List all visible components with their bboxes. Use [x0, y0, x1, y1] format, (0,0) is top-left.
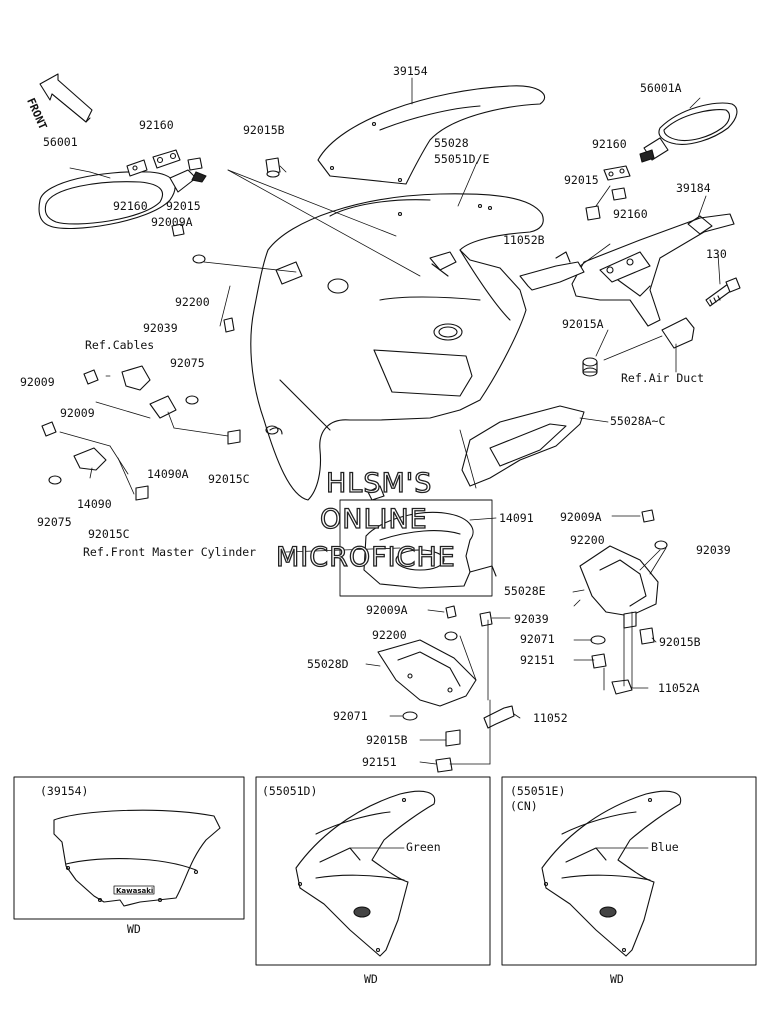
watermark-line-1: HLSM'S: [325, 468, 433, 499]
nut-92015a-drawing: [582, 357, 598, 377]
inner-cover-55028d-drawing: [377, 639, 477, 707]
inset-1-footer: WD: [127, 922, 141, 936]
inset-windshield-drawing: [53, 809, 221, 907]
part-label-92009a-1: 92009A: [151, 215, 193, 229]
part-label-55028d: 55028D: [307, 657, 349, 671]
part-label-92200-b: 92200: [570, 533, 605, 547]
part-label-92009a-2: 92009A: [560, 510, 602, 524]
part-label-11052b: 11052B: [503, 233, 545, 247]
inner-cover-drawing: [461, 405, 585, 487]
part-label-11052a: 11052A: [658, 681, 700, 695]
windshield-drawing: [317, 85, 546, 185]
bracket-11052-drawing: [483, 705, 515, 729]
part-label-92071-b: 92071: [333, 709, 368, 723]
rubber-damper-left-drawing: [126, 149, 203, 177]
inset-1-caption: (39154): [40, 784, 89, 798]
inset-2-note: Green: [406, 840, 441, 854]
part-label-92075-b: 92075: [37, 515, 72, 529]
inset-cowl-blue-drawing: [541, 790, 682, 957]
reference-cables: Ref.Cables: [85, 338, 155, 352]
part-label-14090a: 14090A: [147, 467, 189, 481]
part-label-92039-c: 92039: [514, 612, 549, 626]
part-label-55028ac: 55028A~C: [610, 414, 666, 428]
part-label-92015-a: 92015: [166, 199, 201, 213]
inset-2-footer: WD: [364, 972, 378, 986]
part-label-130: 130: [706, 247, 727, 261]
inset-3-subcaption: (CN): [510, 799, 538, 813]
part-label-92015-b: 92015: [564, 173, 599, 187]
front-arrow-icon: [39, 73, 93, 123]
inner-cover-55028e-drawing: [579, 545, 659, 617]
part-label-92200-c: 92200: [372, 628, 407, 642]
watermark-line-2: ONLINE: [319, 504, 428, 535]
bolt-130-drawing: [705, 277, 741, 307]
part-label-92015c-1: 92015C: [208, 472, 250, 486]
part-label-55051de: 55051D/E: [434, 152, 490, 166]
part-label-56001a: 56001A: [640, 81, 682, 95]
bracket-11052b-drawing: [519, 251, 585, 291]
part-label-92160-d: 92160: [613, 207, 648, 221]
part-label-92009-a: 92009: [20, 375, 55, 389]
upper-cowl-drawing: [250, 193, 544, 501]
part-label-39154: 39154: [393, 64, 428, 78]
part-label-92160-a: 92160: [139, 118, 174, 132]
duct-14091-drawing: [339, 485, 497, 597]
part-label-92015b-1: 92015B: [243, 123, 285, 137]
part-label-14090: 14090: [77, 497, 112, 511]
inset-2-caption: (55051D): [262, 784, 318, 798]
part-label-55028e: 55028E: [504, 584, 546, 598]
part-label-92039-a: 92039: [143, 321, 178, 335]
watermark-line-3: MICROFICHE: [275, 542, 456, 573]
inset-3-footer: WD: [610, 972, 624, 986]
part-label-14091: 14091: [499, 511, 534, 525]
duct-tab-drawing: [661, 317, 695, 349]
part-label-11052: 11052: [533, 711, 568, 725]
part-label-92039-b: 92039: [696, 543, 731, 557]
part-label-56001: 56001: [43, 135, 78, 149]
part-label-92200-a: 92200: [175, 295, 210, 309]
part-label-92160-b: 92160: [113, 199, 148, 213]
leader-lines: [59, 77, 721, 765]
fasteners-drawing: [41, 223, 668, 773]
part-label-92009a-3: 92009A: [366, 603, 408, 617]
mirror-right-drawing: [639, 102, 738, 163]
inset-cowl-green-drawing: [295, 790, 436, 957]
stay-bracket-drawing: [571, 213, 735, 327]
inset-3-note: Blue: [651, 840, 679, 854]
inset-3-caption: (55051E): [510, 784, 566, 798]
part-label-92015b-3: 92015B: [366, 733, 408, 747]
reference-air-duct: Ref.Air Duct: [621, 371, 705, 385]
part-label-92009-b: 92009: [60, 406, 95, 420]
part-label-92160-c: 92160: [592, 137, 627, 151]
part-label-55028: 55028: [434, 136, 469, 150]
inset-frames: [13, 776, 757, 966]
rubber-damper-right-drawing: [603, 165, 631, 201]
nut-92015-right-drawing: [585, 205, 601, 221]
part-label-92075-a: 92075: [170, 356, 205, 370]
part-label-92015a: 92015A: [562, 317, 604, 331]
part-label-92015b-2: 92015B: [659, 635, 701, 649]
part-label-92071-a: 92071: [520, 632, 555, 646]
part-label-92151-b: 92151: [362, 755, 397, 769]
reference-front-master-cylinder: Ref.Front Master Cylinder: [83, 545, 257, 559]
part-label-92015c-2: 92015C: [88, 527, 130, 541]
bracket-11052a-drawing: [611, 679, 633, 695]
inset-1-logo-text: Kawasaki: [116, 887, 154, 895]
screw-92015b-upper-drawing: [265, 157, 281, 178]
mirror-left-drawing: [38, 169, 207, 229]
part-label-92151-a: 92151: [520, 653, 555, 667]
part-label-39184: 39184: [676, 181, 711, 195]
